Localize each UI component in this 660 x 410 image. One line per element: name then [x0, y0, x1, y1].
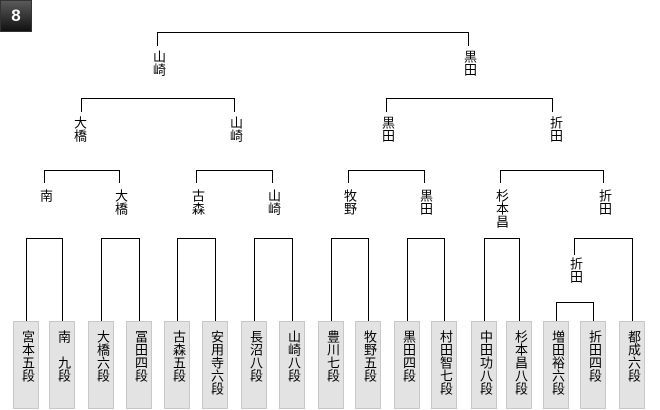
player-card: 中田功八段: [471, 321, 497, 409]
round2-winner: 古森: [189, 189, 204, 215]
player-card: 牧野五段: [355, 321, 381, 409]
player-name: 山崎八段: [285, 330, 300, 382]
round2-winner: 牧野: [341, 189, 356, 215]
player-card: 宮本五段: [13, 321, 39, 409]
player-name: 長沼八段: [247, 330, 262, 382]
round3-winner: 大橋: [71, 116, 86, 142]
player-card: 山崎八段: [279, 321, 305, 409]
player-name: 中田功八段: [477, 330, 492, 395]
player-name: 豊川七段: [324, 330, 339, 382]
player-card: 黒田四段: [394, 321, 420, 409]
round3-winner: 山崎: [227, 116, 242, 142]
player-name: 都成六段: [625, 330, 640, 382]
player-card: 村田智七段: [431, 321, 457, 409]
player-card: 古森五段: [164, 321, 190, 409]
player-card: 冨田四段: [126, 321, 152, 409]
player-card: 安用寺六段: [202, 321, 228, 409]
player-name: 増田裕六段: [549, 330, 564, 395]
round2-winner: 杉本昌: [493, 189, 508, 228]
round3-winner: 折田: [547, 116, 562, 142]
round2-winner: 大橋: [112, 189, 127, 215]
player-name: 折田四段: [586, 330, 601, 382]
round2-winner: 折田: [596, 189, 611, 215]
player-name: 古森五段: [170, 330, 185, 382]
round1-winner: 折田: [567, 257, 582, 283]
player-name: 杉本昌八段: [512, 330, 527, 395]
player-name: 南 九段: [55, 330, 70, 382]
player-card: 大橋六段: [88, 321, 114, 409]
player-card: 長沼八段: [241, 321, 267, 409]
round2-winner: 南: [37, 189, 52, 202]
round2-winner: 黒田: [417, 189, 432, 215]
round3-winner: 黒田: [379, 116, 394, 142]
player-card: 増田裕六段: [543, 321, 569, 409]
player-name: 村田智七段: [437, 330, 452, 395]
player-name: 安用寺六段: [208, 330, 223, 395]
player-name: 冨田四段: [132, 330, 147, 382]
player-card: 都成六段: [619, 321, 645, 409]
player-card: 折田四段: [580, 321, 606, 409]
block-number-badge: 8: [0, 0, 32, 32]
player-name: 大橋六段: [94, 330, 109, 382]
player-name: 宮本五段: [19, 330, 34, 382]
player-card: 南 九段: [49, 321, 75, 409]
player-card: 杉本昌八段: [506, 321, 532, 409]
semifinal-winner: 山崎: [150, 50, 165, 76]
player-name: 黒田四段: [400, 330, 415, 382]
semifinal-winner: 黒田: [461, 50, 476, 76]
player-name: 牧野五段: [361, 330, 376, 382]
round2-winner: 山崎: [265, 189, 280, 215]
player-card: 豊川七段: [318, 321, 344, 409]
